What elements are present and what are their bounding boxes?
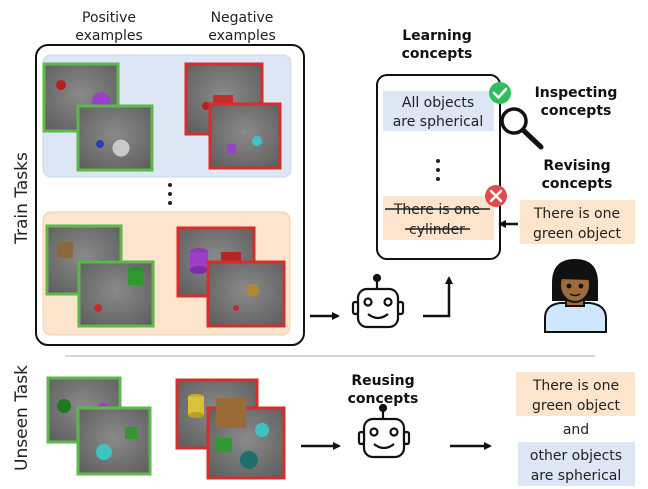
concepts-ellipsis (436, 159, 440, 181)
svg-text:examples: examples (208, 28, 276, 44)
result-first-highlight (516, 372, 635, 416)
result-second-highlight (518, 442, 635, 486)
svg-text:There is one: There is one (532, 378, 619, 394)
result-and-text: and (563, 422, 589, 438)
train-tasks-label: Train Tasks (12, 152, 32, 245)
tasks-ellipsis (168, 183, 172, 205)
svg-text:green object: green object (532, 398, 621, 414)
svg-text:concepts: concepts (541, 103, 612, 119)
robot-to-learning-arrow (423, 276, 453, 318)
accepted-concept-highlight (383, 91, 494, 131)
svg-text:Revising: Revising (543, 158, 610, 174)
negative-examples-header: Negative examples (208, 10, 276, 44)
svg-text:There is one: There is one (393, 202, 480, 218)
svg-text:Positive: Positive (82, 10, 136, 26)
svg-text:Learning: Learning (402, 28, 472, 44)
svg-text:are spherical: are spherical (531, 468, 622, 484)
svg-text:examples: examples (75, 28, 143, 44)
svg-text:There is one: There is one (533, 206, 620, 222)
task2-positive-image-2 (77, 260, 155, 328)
unseen-positive-image-2 (76, 406, 152, 476)
robot-icon (351, 273, 405, 329)
svg-text:concepts: concepts (348, 391, 419, 407)
revision-text: There is one green object (533, 206, 622, 242)
robot-icon-unseen (357, 403, 411, 459)
svg-text:cylinder: cylinder (409, 222, 465, 238)
svg-text:are spherical: are spherical (393, 114, 484, 130)
result-first-text: There is one green object (532, 378, 621, 414)
rejected-concept-highlight (383, 196, 494, 240)
result-second-text: other objects are spherical (530, 448, 622, 484)
task1-negative-image-2 (208, 102, 282, 170)
cross-icon (485, 185, 507, 207)
svg-text:concepts: concepts (542, 176, 613, 192)
svg-text:concepts: concepts (402, 46, 473, 62)
person-icon (544, 258, 607, 333)
unseen-task-label: Unseen Task (12, 365, 32, 471)
svg-text:Reusing: Reusing (351, 373, 414, 389)
positive-examples-header: Positive examples (75, 10, 143, 44)
svg-text:All objects: All objects (402, 95, 474, 111)
svg-text:green object: green object (533, 226, 622, 242)
task2-negative-image-2 (206, 260, 286, 328)
unseen-query-image-2 (206, 398, 286, 480)
learning-concepts-title: Learning concepts (402, 28, 473, 62)
svg-text:Negative: Negative (211, 10, 274, 26)
svg-text:other objects: other objects (530, 448, 622, 464)
reusing-concepts-label: Reusing concepts (348, 373, 419, 407)
inspecting-concepts-label: Inspecting concepts (535, 85, 618, 119)
revision-text-highlight (520, 200, 635, 244)
magnifier-icon (500, 107, 544, 150)
rejected-concept-text: There is one cylinder (393, 202, 480, 238)
revising-concepts-label: Revising concepts (542, 158, 613, 192)
task1-positive-image-2 (76, 104, 154, 172)
svg-text:Inspecting: Inspecting (535, 85, 618, 101)
checkmark-icon (489, 82, 511, 104)
accepted-concept-text: All objects are spherical (393, 95, 484, 130)
